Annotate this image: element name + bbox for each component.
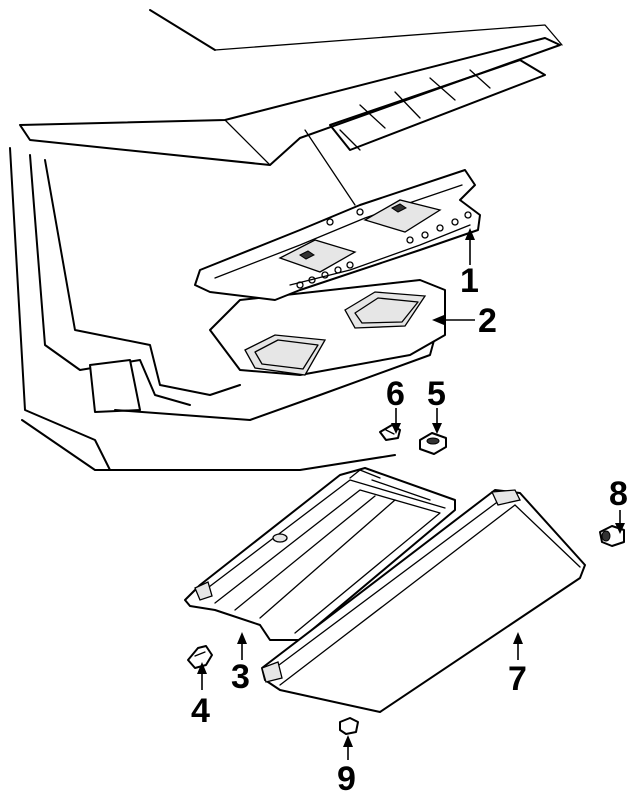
part-5-grommet [419, 432, 447, 455]
part-3-cover-frame [184, 467, 456, 641]
callout-8: 8 [609, 475, 628, 513]
part-2-package-shelf [209, 279, 446, 376]
callout-5: 5 [427, 375, 446, 413]
callout-numbers: 1 2 3 4 5 6 7 8 9 [191, 262, 628, 798]
callout-2: 2 [478, 302, 497, 340]
callout-1: 1 [460, 262, 479, 300]
mounting-holes [296, 208, 472, 289]
part-4-bracket [187, 645, 213, 669]
callout-3: 3 [231, 658, 250, 696]
part-1-trim-panel [194, 169, 481, 301]
callout-7: 7 [508, 660, 527, 698]
leader-lines [197, 228, 625, 760]
part-8-stopper [599, 525, 625, 547]
part-7-tonneau-cover [261, 489, 586, 713]
callout-6: 6 [386, 375, 405, 413]
vehicle-body-outline [9, 9, 563, 471]
callout-4: 4 [191, 692, 210, 730]
callout-9: 9 [337, 760, 356, 798]
part-9-grommet [339, 717, 359, 735]
